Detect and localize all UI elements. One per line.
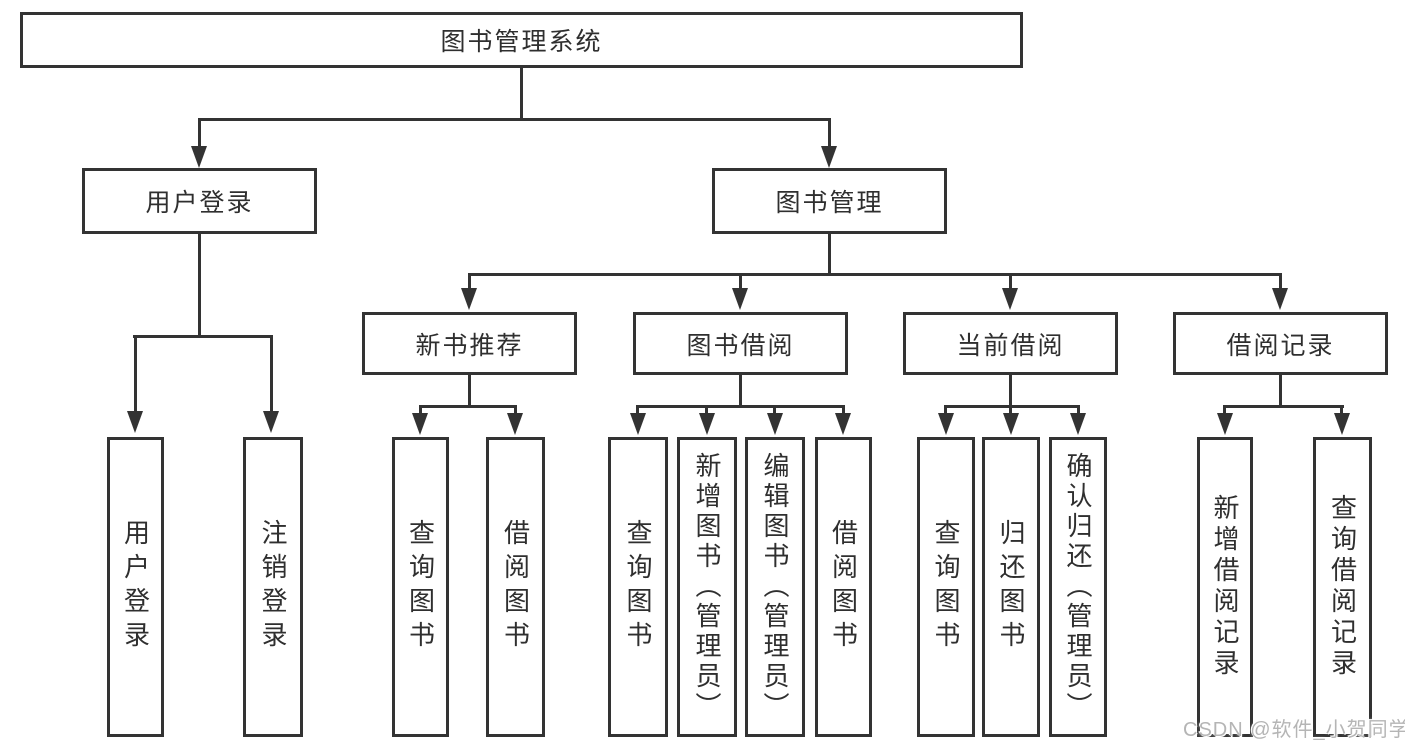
arrowhead-to-borrowrecords <box>1272 288 1288 310</box>
connector-c1-stem <box>636 407 639 416</box>
connector-management-stem <box>828 233 831 275</box>
leaf-borrow-books-label: 借阅图书 <box>828 519 859 655</box>
arrowhead-to-c2 <box>699 413 715 435</box>
leaf-borrow-books: 借阅图书 <box>815 437 872 737</box>
connector-currentborrow-group-horizontal <box>944 405 1080 408</box>
leaf-add-books-admin: 新增图书（管理员） <box>677 437 737 737</box>
connector-newbooks-group-horizontal <box>419 405 517 408</box>
connector-logout-leaf-stem <box>270 337 273 413</box>
leaf-currentborrow-search: 查询图书 <box>917 437 975 737</box>
leaf-newbooks-borrow: 借阅图书 <box>486 437 545 737</box>
connector-e2-stem <box>1340 407 1343 416</box>
connector-borrowrecords-arrow-stem <box>1279 275 1282 290</box>
connector-level1-horizontal <box>198 118 831 121</box>
arrowhead-to-d2 <box>1003 413 1019 435</box>
connector-management-arrow-stem <box>828 120 831 148</box>
connector-c3-stem <box>773 407 776 416</box>
node-current-borrow-label: 当前借阅 <box>956 331 1065 360</box>
arrowhead-to-e1 <box>1217 413 1233 435</box>
leaf-add-borrow-record: 新增借阅记录 <box>1197 437 1253 737</box>
arrowhead-to-logout-leaf <box>263 411 279 433</box>
leaf-logout: 注销登录 <box>243 437 303 737</box>
arrowhead-to-newbooks <box>461 288 477 310</box>
connector-login-group-horizontal <box>133 335 273 338</box>
arrowhead-to-c3 <box>767 413 783 435</box>
connector-root-stem <box>520 68 523 120</box>
arrowhead-to-d3 <box>1070 413 1086 435</box>
leaf-logout-label: 注销登录 <box>258 519 288 655</box>
leaf-edit-books-admin-label: 编辑图书（管理员） <box>760 452 790 722</box>
leaf-search-borrow-record-label: 查询借阅记录 <box>1327 494 1358 680</box>
connector-b1-stem <box>419 407 422 416</box>
arrowhead-to-management <box>821 146 837 168</box>
leaf-user-login-label: 用户登录 <box>120 519 151 655</box>
leaf-return-books: 归还图书 <box>982 437 1040 737</box>
arrowhead-to-currentborrow <box>1002 288 1018 310</box>
leaf-newbooks-search-label: 查询图书 <box>405 519 436 655</box>
connector-c4-stem <box>842 407 845 416</box>
connector-borrowrecords-group-horizontal <box>1223 405 1344 408</box>
node-new-book-recommend: 新书推荐 <box>362 312 577 375</box>
csdn-watermark: CSDN @软件_小贺同学 <box>1183 719 1405 741</box>
node-current-borrow: 当前借阅 <box>903 312 1118 375</box>
node-new-book-recommend-label: 新书推荐 <box>415 331 524 360</box>
connector-d2-stem <box>1009 407 1012 416</box>
node-user-login-label: 用户登录 <box>145 189 254 217</box>
node-book-borrow-label: 图书借阅 <box>686 331 795 360</box>
arrowhead-to-d1 <box>938 413 954 435</box>
connector-e1-stem <box>1223 407 1226 416</box>
node-root: 图书管理系统 <box>20 12 1023 68</box>
arrowhead-to-login <box>191 146 207 168</box>
arrowhead-to-b2 <box>507 413 523 435</box>
connector-currentborrow-stem <box>1009 375 1012 407</box>
connector-newbooks-arrow-stem <box>468 275 471 290</box>
connector-c2-stem <box>705 407 708 416</box>
node-borrow-records: 借阅记录 <box>1173 312 1388 375</box>
connector-login-arrow-stem <box>198 120 201 148</box>
node-root-label: 图书管理系统 <box>440 28 603 56</box>
connector-bookborrow-group-horizontal <box>636 405 845 408</box>
connector-bookborrow-stem <box>739 375 742 407</box>
connector-borrowrecords-stem <box>1279 375 1282 407</box>
leaf-user-login: 用户登录 <box>107 437 164 737</box>
node-book-management-label: 图书管理 <box>775 189 884 217</box>
leaf-newbooks-borrow-label: 借阅图书 <box>500 519 531 655</box>
node-book-management: 图书管理 <box>712 168 947 234</box>
leaf-return-books-label: 归还图书 <box>996 519 1026 655</box>
arrowhead-to-user-login-leaf <box>127 411 143 433</box>
connector-b2-stem <box>514 407 517 416</box>
leaf-newbooks-search: 查询图书 <box>392 437 449 737</box>
node-borrow-records-label: 借阅记录 <box>1226 331 1335 360</box>
leaf-currentborrow-search-label: 查询图书 <box>931 519 961 655</box>
arrowhead-to-b1 <box>412 413 428 435</box>
leaf-add-books-admin-label: 新增图书（管理员） <box>692 452 722 722</box>
node-user-login: 用户登录 <box>82 168 317 234</box>
arrowhead-to-bookborrow <box>732 288 748 310</box>
arrowhead-to-e2 <box>1334 413 1350 435</box>
leaf-confirm-return-admin-label: 确认归还（管理员） <box>1063 452 1093 722</box>
connector-bookborrow-arrow-stem <box>739 275 742 290</box>
connector-d3-stem <box>1077 407 1080 416</box>
leaf-add-borrow-record-label: 新增借阅记录 <box>1210 494 1240 680</box>
leaf-bookborrow-search-label: 查询图书 <box>623 519 653 655</box>
leaf-bookborrow-search: 查询图书 <box>608 437 668 737</box>
leaf-search-borrow-record: 查询借阅记录 <box>1313 437 1372 737</box>
connector-level2-horizontal <box>468 273 1282 276</box>
connector-login-stem <box>198 233 201 337</box>
connector-d1-stem <box>944 407 947 416</box>
leaf-confirm-return-admin: 确认归还（管理员） <box>1049 437 1107 737</box>
leaf-edit-books-admin: 编辑图书（管理员） <box>745 437 805 737</box>
arrowhead-to-c1 <box>630 413 646 435</box>
connector-user-login-leaf-stem <box>134 337 137 413</box>
arrowhead-to-c4 <box>835 413 851 435</box>
connector-currentborrow-arrow-stem <box>1009 275 1012 290</box>
node-book-borrow: 图书借阅 <box>633 312 848 375</box>
connector-newbooks-stem <box>468 375 471 407</box>
